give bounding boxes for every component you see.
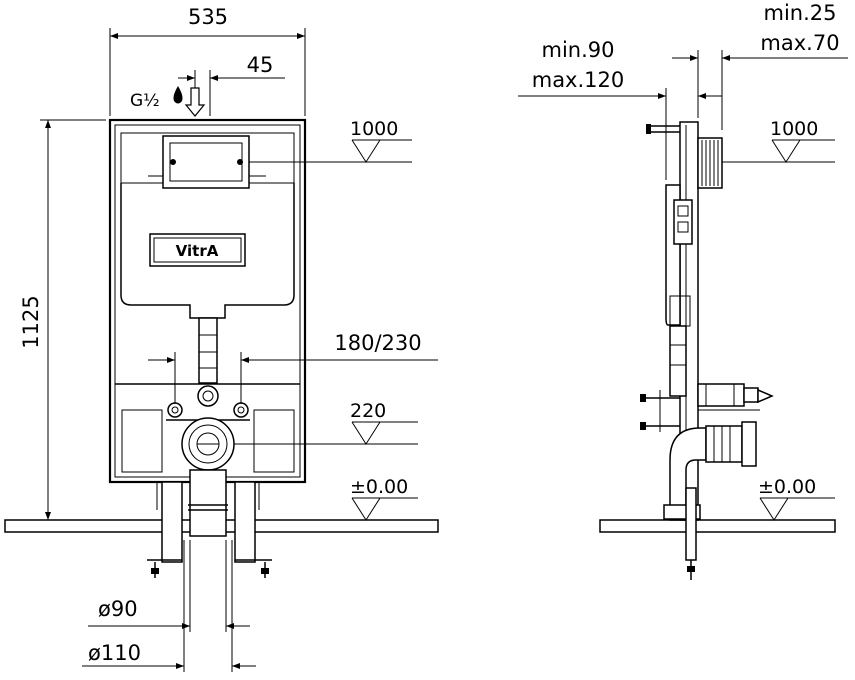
floor-slab-side — [599, 519, 836, 533]
dim-depth-min: min.90 — [542, 38, 615, 62]
side-view: min.90 max.120 min.25 max.70 1000 ±0.00 — [518, 1, 848, 580]
side-wc-outlet — [705, 425, 743, 463]
dim-offset: 45 — [247, 53, 274, 77]
side-flush-pipe — [669, 325, 687, 397]
level-floor-side: ±0.00 — [758, 476, 816, 498]
dim-pipe-spacing: 180/230 — [334, 331, 421, 355]
dim-wall-min: min.25 — [764, 1, 837, 25]
front-view: VitrA — [19, 5, 438, 672]
level-floor-front: ±0.00 — [350, 476, 408, 498]
dim-outer-dia: ø110 — [88, 641, 141, 665]
inlet-circle — [197, 385, 219, 407]
drain-pipe — [189, 469, 227, 537]
dim-height: 1125 — [19, 295, 43, 348]
dim-depth-max: max.120 — [532, 68, 625, 92]
flush-plate — [162, 135, 250, 189]
inlet-arrow-icon — [184, 87, 206, 117]
level-1000-side: 1000 — [770, 118, 818, 140]
level-220: 220 — [350, 400, 386, 422]
dim-width: 535 — [188, 5, 228, 29]
stud-bolt-left — [167, 402, 183, 418]
level-1000-front: 1000 — [350, 118, 398, 140]
side-inlet-connector — [697, 383, 745, 407]
flush-pipe — [198, 317, 218, 384]
inlet-label: G½ — [130, 91, 160, 111]
dim-inner-dia: ø90 — [98, 597, 138, 621]
side-leg — [685, 487, 697, 561]
leg-right — [234, 481, 256, 563]
brand-logo: VitrA — [176, 242, 219, 260]
logo-panel — [149, 233, 246, 267]
dim-wall-max: max.70 — [760, 31, 839, 55]
water-drop-icon — [173, 86, 183, 104]
stud-bolt-right — [233, 402, 249, 418]
leg-left — [161, 481, 183, 563]
